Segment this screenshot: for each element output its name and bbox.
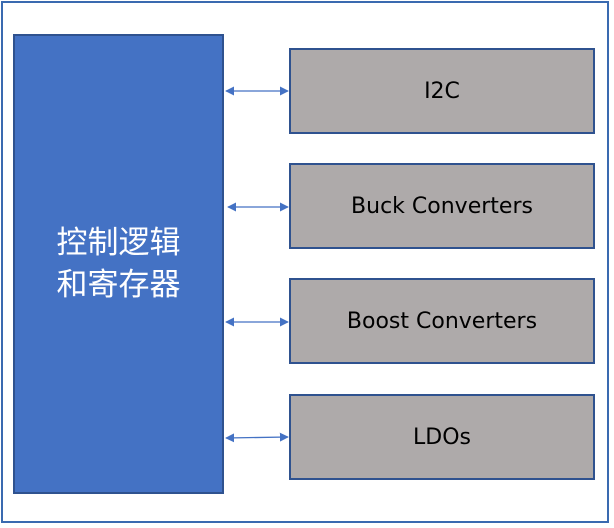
control-logic-block: 控制逻辑和寄存器	[13, 34, 224, 494]
buck-converters-block: Buck Converters	[289, 163, 595, 249]
boost-converters-label: Boost Converters	[346, 308, 538, 334]
control-logic-label: 控制逻辑和寄存器	[56, 225, 181, 303]
boost-converters-block: Boost Converters	[289, 278, 595, 364]
ldos-label: LDOs	[413, 424, 471, 450]
buck-converters-label: Buck Converters	[351, 193, 533, 219]
diagram-frame	[1, 1, 609, 523]
ldos-block: LDOs	[289, 394, 595, 480]
i2c-label: I2C	[424, 78, 460, 104]
i2c-block: I2C	[289, 48, 595, 134]
arrow-to-ldos	[225, 432, 289, 443]
